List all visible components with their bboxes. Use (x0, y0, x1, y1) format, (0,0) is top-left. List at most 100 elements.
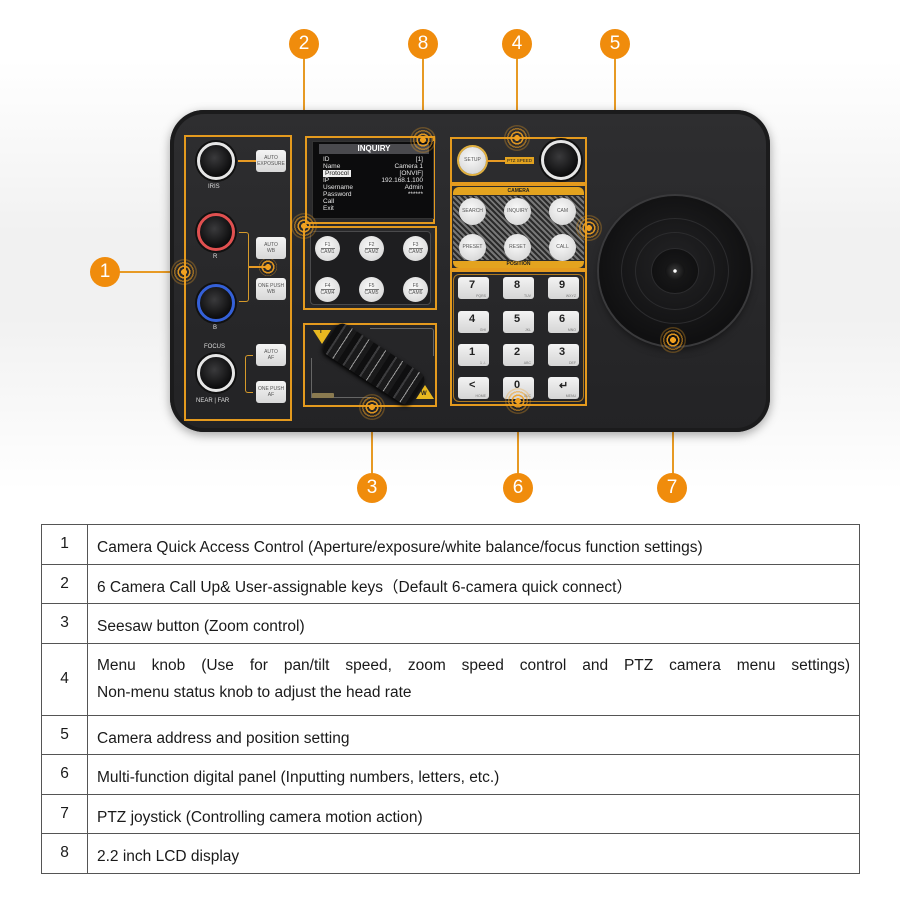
callout-badge-5: 5 (600, 29, 630, 59)
position-section-label: POSITION (506, 261, 531, 267)
legend-number: 5 (41, 714, 88, 755)
red-gain-knob[interactable] (197, 213, 235, 251)
callout-badge-3: 3 (357, 473, 387, 503)
leader-line-4 (516, 56, 518, 138)
lcd-row: Call (323, 198, 335, 205)
key-main-label: 7 (469, 279, 476, 291)
focus-knob[interactable] (197, 354, 235, 392)
legend-description-line: Multi-function digital panel (Inputting … (97, 769, 500, 787)
key-main-label: 0 (514, 379, 521, 391)
menu-knob[interactable] (541, 140, 581, 180)
leader-line-8 (422, 56, 424, 140)
joystick-ring (635, 232, 715, 310)
cam-button[interactable]: CAM (549, 198, 576, 225)
iris-knob[interactable] (197, 142, 235, 180)
key-main-label: 3 (559, 346, 566, 358)
key-sub-label: MENU (565, 394, 576, 398)
callout-badge-6: 6 (503, 473, 533, 503)
legend-number: 2 (41, 563, 88, 604)
legend-number: 6 (41, 754, 88, 795)
lcd-row: ID[1] (323, 156, 423, 163)
rb-bracket (239, 232, 249, 302)
callout-badge-4: 4 (502, 29, 532, 59)
legend-description-line: Seesaw button (Zoom control) (97, 618, 305, 636)
legend-description-line: PTZ joystick (Controlling camera motion … (97, 808, 423, 826)
leader-line-6 (517, 400, 519, 476)
setup-button[interactable]: SETUP (459, 147, 486, 174)
tele-triangle-icon (313, 330, 331, 344)
legend-description: 2.2 inch LCD display (87, 833, 860, 874)
focus-label: FOCUS (204, 344, 225, 350)
lcd-title: INQUIRY (319, 144, 429, 154)
call-button[interactable]: CALL (549, 234, 576, 261)
leader-line-3 (371, 406, 373, 476)
legend-number: 1 (41, 524, 88, 565)
joystick-top (665, 262, 685, 280)
key-sub-label: WXYZ (565, 294, 576, 298)
camera-section-bar (453, 187, 584, 195)
callout-badge-8: 8 (408, 29, 438, 59)
target-marker-7 (660, 327, 686, 353)
one-push-wb-button[interactable]: ONE PUSH WB (256, 278, 286, 300)
reset-button[interactable]: RESET (504, 234, 531, 261)
keypad-key[interactable]: <HOME (458, 377, 489, 399)
key-sub-label: PQRS (476, 294, 486, 298)
auto-exposure-button[interactable]: AUTO EXPOSURE (256, 150, 286, 172)
target-marker-5 (576, 215, 602, 241)
legend-description: Camera Quick Access Control (Aperture/ex… (87, 524, 860, 565)
keypad-key[interactable]: ↵ MENU (548, 377, 579, 399)
camera-section-label: CAMERA (507, 188, 530, 194)
position-section-bar (453, 261, 584, 268)
seesaw-guide-top (370, 328, 434, 356)
legend-description: PTZ joystick (Controlling camera motion … (87, 793, 860, 834)
preset-button[interactable]: PRESET (459, 234, 486, 261)
lcd-row: Exit (323, 205, 334, 212)
blue-gain-knob[interactable] (197, 284, 235, 322)
joystick-ring (621, 218, 729, 324)
legend-number: 4 (41, 642, 88, 716)
key-sub-label: 1 -/. (479, 361, 486, 365)
callout-badge-1: 1 (90, 257, 120, 287)
ptz-joystick[interactable] (599, 196, 751, 346)
key-sub-label: MNO (567, 328, 576, 332)
wb-target-marker (259, 258, 277, 276)
key-main-label: 2 (514, 346, 521, 358)
auto-af-button[interactable]: AUTO AF (256, 344, 286, 366)
lcd-row: Password****** (323, 191, 423, 198)
search-button[interactable]: SEARCH (459, 198, 486, 225)
auto-wb-button[interactable]: AUTO WB (256, 237, 286, 259)
key-sub-label: DEF (569, 361, 576, 365)
inquiry-button[interactable]: INQUIRY (504, 198, 531, 225)
target-marker-6 (505, 388, 531, 414)
key-sub-label: GHI (479, 328, 486, 332)
tele-label: T (319, 329, 323, 335)
key-main-label: ↵ (559, 380, 569, 392)
legend-number: 7 (41, 793, 88, 834)
key-main-label: 4 (469, 313, 476, 325)
key-sub-label: TUV (524, 294, 531, 298)
legend-description: 6 Camera Call Up& User-assignable keys（D… (87, 563, 860, 604)
one-push-af-button[interactable]: ONE PUSH AF (256, 381, 286, 403)
